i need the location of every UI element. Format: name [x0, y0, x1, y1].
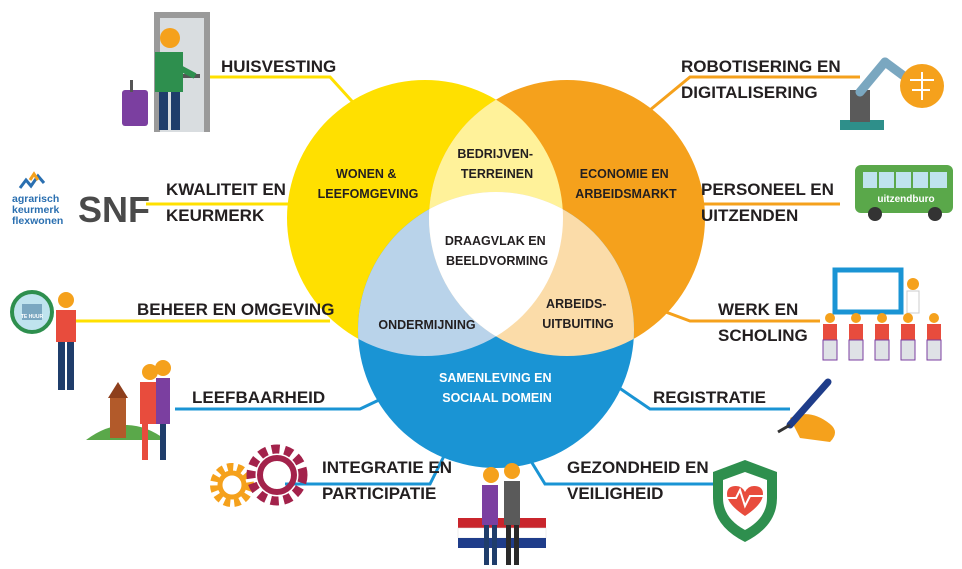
- classroom-icon: [822, 267, 942, 361]
- label-werk: WERK EN SCHOLING: [718, 300, 808, 345]
- label-gezondheid: GEZONDHEID EN VEILIGHEID: [567, 458, 713, 503]
- svg-text:TE HUUR: TE HUUR: [21, 314, 44, 320]
- gears-icon: [210, 444, 308, 507]
- students: [822, 313, 942, 361]
- label-integratie: INTEGRATIE EN PARTICIPATIE: [322, 458, 457, 503]
- label-personeel: PERSONEEL EN UITZENDEN: [701, 180, 839, 225]
- label-draagvlak: DRAAGVLAK EN BEELDVORMING: [445, 234, 549, 268]
- snf-logo: SNF: [78, 189, 150, 230]
- label-kwaliteit: KWALITEIT EN KEURMERK: [166, 180, 291, 225]
- label-bedrijven: BEDRIJVEN- TERREINEN: [457, 147, 536, 181]
- magnifier-person-icon: TE HUUR: [10, 290, 76, 390]
- label-ondermijning: ONDERMIJNING: [378, 318, 475, 332]
- connector-lines: [72, 75, 860, 486]
- line-registratie: [614, 383, 790, 411]
- svg-text:uitzendburo: uitzendburo: [877, 194, 934, 205]
- label-leefbaarheid: LEEFBAARHEID: [192, 388, 325, 407]
- label-beheer: BEHEER EN OMGEVING: [137, 300, 334, 319]
- line-robotisering: [649, 75, 860, 112]
- label-robotisering: ROBOTISERING EN DIGITALISERING: [681, 57, 845, 102]
- overlap-center: [429, 192, 563, 356]
- hand-pen-icon: [777, 378, 835, 442]
- bus-icon: uitzendburo: [855, 165, 953, 221]
- door-person-icon: [122, 12, 210, 132]
- label-registratie: REGISTRATIE: [653, 388, 766, 407]
- label-arbeids: ARBEIDS- UITBUITING: [542, 297, 614, 331]
- svg-text:agrarisch keurmerk: agrarisch keurmerk flexwonen: [12, 193, 63, 227]
- line-huisvesting: [200, 75, 362, 112]
- agrarisch-keurmerk-logo: agrarisch keurmerk flexwonen: [12, 171, 63, 227]
- shield-heart-icon: [713, 460, 777, 542]
- people-flag-icon: [457, 463, 547, 565]
- label-huisvesting: HUISVESTING: [221, 57, 336, 76]
- label-samenleving: SAMENLEVING EN SOCIAAL DOMEIN: [439, 371, 555, 405]
- label-wonen: WONEN & LEEFOMGEVING: [318, 167, 419, 201]
- robot-arm-icon: [840, 57, 944, 130]
- label-economie: ECONOMIE EN ARBEIDSMARKT: [575, 167, 677, 201]
- couple-village-icon: [86, 360, 171, 460]
